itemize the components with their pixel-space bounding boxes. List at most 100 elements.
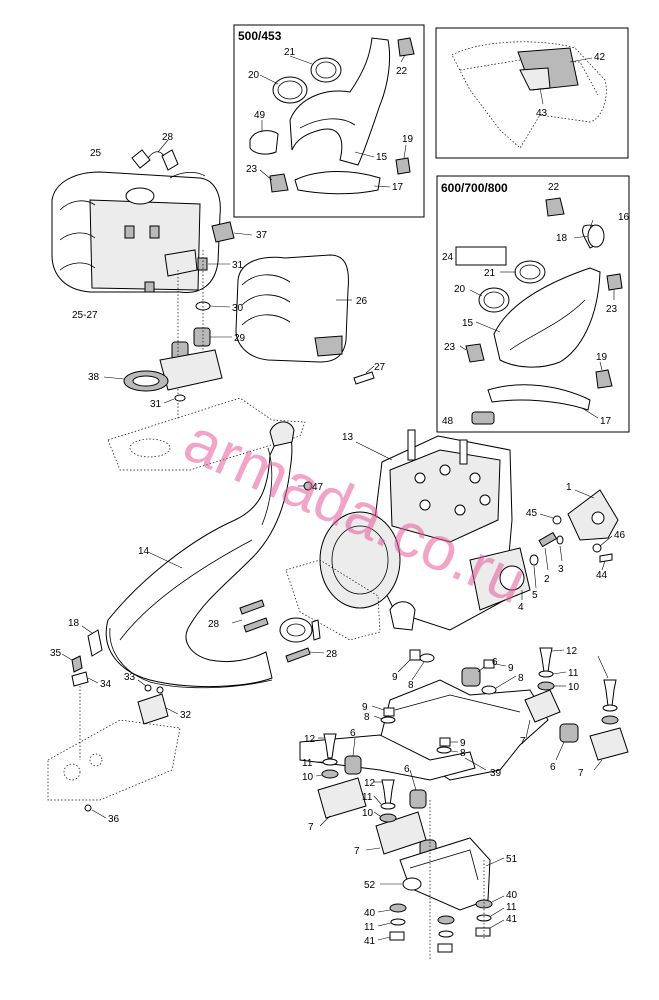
inset-hull-view [435, 27, 629, 159]
grommet-37 [211, 221, 235, 243]
bracket-7a [524, 689, 561, 723]
floor-plate-hole [129, 438, 171, 458]
callout-9a: 9 [392, 672, 398, 683]
lead-28c [309, 651, 325, 654]
inset-500-tuned-pipe [289, 37, 391, 166]
callout-31a: 31 [232, 260, 244, 271]
callout-33: 33 [124, 672, 136, 683]
head-bolt-f [479, 494, 491, 506]
lead-6c [352, 737, 356, 757]
lead-23b [459, 345, 467, 351]
callout-5: 5 [532, 590, 538, 601]
chassis-floor-plate [107, 397, 306, 471]
stud-2 [538, 531, 558, 548]
air-box-26 [235, 254, 375, 385]
bolt-12c [323, 733, 337, 759]
callout-25: 25 [90, 148, 102, 159]
lead-41a [377, 936, 391, 941]
callout-52: 52 [364, 880, 376, 891]
callout-26: 26 [356, 296, 368, 307]
inset-600-spring-23a [465, 343, 485, 363]
callout-1: 1 [566, 482, 572, 493]
air-box-ribs [241, 274, 291, 326]
mount-frame-contour [394, 694, 521, 713]
inset-600-ring-21-inner [519, 264, 541, 280]
washer-bottom-b [438, 930, 454, 938]
lead-35 [61, 653, 73, 661]
callout-13: 13 [342, 432, 354, 443]
lead-27 [365, 365, 375, 374]
fitting-28-hose [147, 151, 165, 159]
head-bolt-b [439, 464, 451, 476]
callout-45: 45 [526, 508, 538, 519]
callout-19b: 19 [596, 352, 608, 363]
lead-46 [599, 535, 613, 547]
lead-11d [373, 795, 382, 805]
inset-500-heat-shield [294, 171, 381, 195]
callout-15b: 15 [462, 318, 474, 329]
lead-40b [491, 895, 505, 903]
washer-11c [322, 758, 338, 766]
lower-bracket-51 [377, 800, 505, 960]
inset-500-clamp-49 [249, 130, 279, 155]
callout-21a: 21 [284, 47, 296, 58]
callout-8c: 8 [364, 712, 370, 723]
lead-7c [319, 815, 331, 827]
washer-11d [380, 802, 396, 810]
air-silencer-top-edge [169, 172, 206, 179]
bracket-7c [317, 777, 367, 819]
mount-fasteners [315, 647, 619, 823]
callout-23c: 23 [606, 304, 618, 315]
nut-33b [156, 686, 164, 694]
lead-31b [163, 398, 175, 404]
floor-plate-outline [107, 397, 306, 471]
inset-hull-pad-43 [519, 67, 551, 91]
inset-600-700-800: 600/700/800 [436, 175, 630, 433]
spark-plug-b [459, 439, 468, 465]
exhaust-springs-28 [231, 599, 325, 663]
sleeve-18 [87, 629, 103, 657]
tuned-pipe-body [105, 429, 293, 688]
chassis-hole-a [63, 763, 81, 781]
inset-500-pipe-contour [299, 118, 356, 129]
head-bolt-a [414, 472, 426, 484]
washer-10c [321, 769, 339, 779]
spring-28a [239, 599, 265, 615]
lead-17b [581, 407, 599, 419]
pipe-support-hardware [61, 625, 103, 760]
callout-12b: 12 [364, 778, 376, 789]
washer-10a [537, 681, 555, 691]
spring-28c [285, 647, 311, 663]
lead-7d [365, 847, 381, 851]
fitting-28-b [161, 149, 179, 171]
callout-39: 39 [490, 768, 502, 779]
rubber-mount-6a [461, 667, 481, 687]
inset-600-title: 600/700/800 [441, 181, 508, 195]
callout-7c: 7 [308, 822, 314, 833]
fitting-28-a [131, 149, 151, 169]
lead-40a [377, 909, 391, 913]
lead-15b [475, 321, 501, 333]
air-silencer-ribs [59, 200, 96, 271]
callout-40a: 40 [364, 908, 376, 919]
lead-2 [544, 547, 549, 571]
lead-30 [209, 305, 231, 308]
lead-28b [231, 619, 243, 624]
callout-41a: 41 [364, 936, 376, 947]
nut-41b [475, 927, 491, 937]
washer-11a [538, 670, 554, 678]
washer-8d [436, 746, 452, 754]
lead-3 [559, 545, 563, 562]
inset-500-spring-22 [397, 37, 415, 57]
callout-2: 2 [544, 574, 550, 585]
callout-7b: 7 [578, 768, 584, 779]
chassis-side-outline [47, 719, 181, 801]
heat-shield-lower [109, 627, 273, 689]
callout-28c: 28 [326, 649, 338, 660]
lead-42 [569, 57, 593, 63]
bracket-7b [589, 727, 629, 761]
callout-8a: 8 [408, 680, 414, 691]
nut-45 [552, 515, 562, 525]
lead-22a [400, 54, 406, 63]
air-silencer-clip-b [149, 225, 160, 239]
